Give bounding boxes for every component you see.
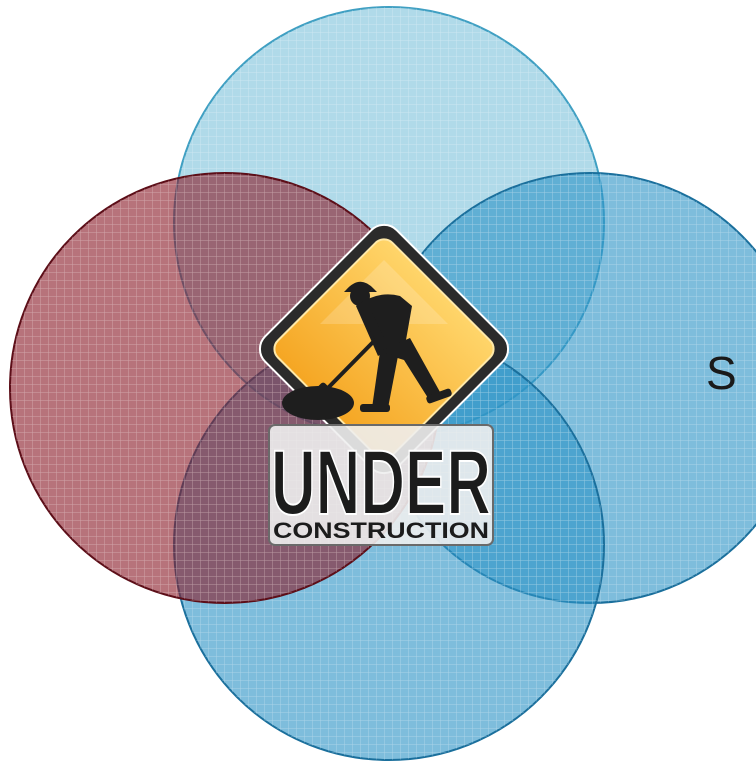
sign-subtitle: CONSTRUCTION: [273, 518, 489, 543]
side-label: S: [706, 350, 737, 396]
